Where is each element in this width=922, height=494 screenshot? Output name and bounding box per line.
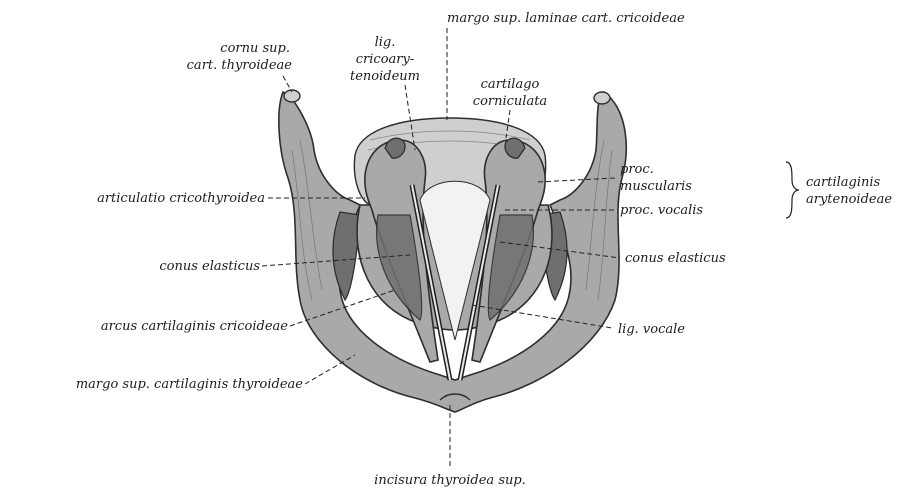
cornu-right-tip — [594, 92, 610, 104]
label-cartilaginis: cartilaginis — [806, 175, 881, 190]
label-proc-muscularis-2: muscularis — [620, 179, 692, 194]
label-conus-elasticus-right: conus elasticus — [625, 251, 726, 266]
label-incisura-thyroidea: incisura thyroidea sup. — [374, 473, 526, 488]
label-proc-muscularis-1: proc. — [620, 162, 654, 177]
label-arcus-cartilaginis: arcus cartilaginis cricoideae — [101, 319, 288, 334]
label-lig-cricoary-3: tenoideum — [350, 69, 420, 84]
label-cornu-sup-1: cornu sup. — [220, 41, 290, 56]
brace — [786, 162, 799, 218]
label-cartilago-corniculata-1: cartilago — [481, 77, 540, 92]
label-lig-cricoary-2: cricoary- — [356, 52, 414, 67]
label-articulatio-cricothyroidea: articulatio cricothyroidea — [97, 191, 265, 206]
label-margo-sup-laminae: margo sup. laminae cart. cricoideae — [447, 11, 685, 26]
label-cornu-sup-2: cart. thyroideae — [187, 58, 293, 73]
label-conus-elasticus-left: conus elasticus — [159, 259, 260, 274]
label-arytenoideae: arytenoideae — [806, 192, 892, 207]
label-cartilago-corniculata-2: corniculata — [473, 94, 547, 109]
label-proc-vocalis: proc. vocalis — [620, 203, 703, 218]
label-lig-vocale: lig. vocale — [618, 322, 685, 337]
label-lig-cricoary-1: lig. — [375, 35, 396, 50]
label-margo-sup-thyroideae: margo sup. cartilaginis thyroideae — [76, 377, 303, 392]
